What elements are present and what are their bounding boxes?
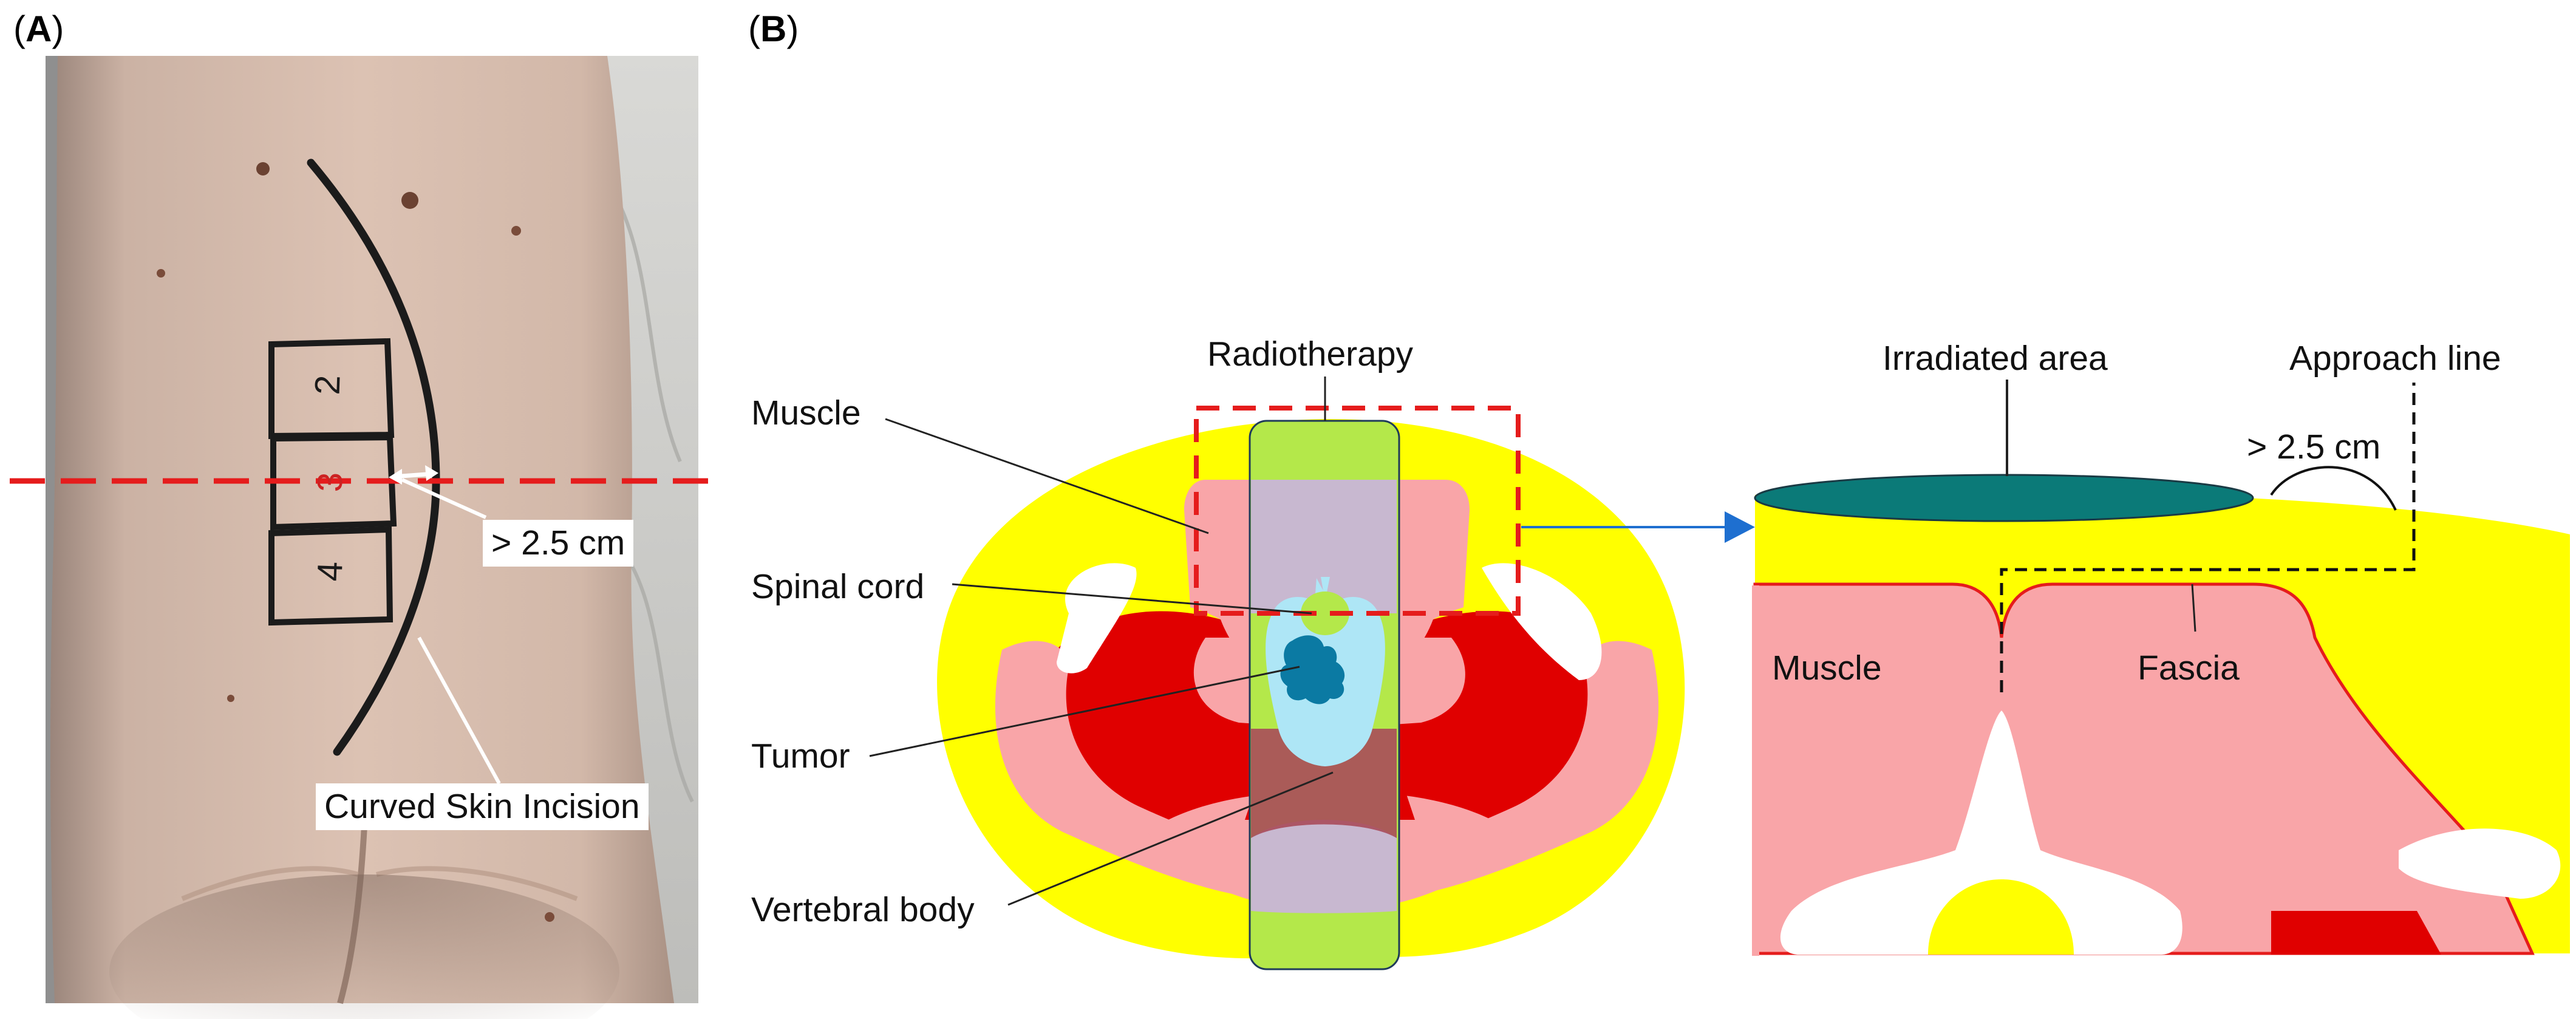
detail-diagram	[1752, 380, 2570, 956]
panel-b-letter: (B)	[748, 9, 799, 49]
vertebral-body-label: Vertebral body	[751, 890, 975, 929]
left-transverse-process	[1057, 563, 1137, 673]
irradiated-area-ellipse	[1754, 474, 2254, 522]
approach-line	[2000, 383, 2416, 692]
irradiated-area-label: Irradiated area	[1883, 339, 2108, 378]
distance-pointer	[401, 478, 487, 519]
radiotherapy-overlay	[1251, 480, 1397, 613]
right-transverse-process	[1482, 563, 1602, 680]
panel-a-letter: (A)	[13, 9, 64, 49]
tumor-leader	[869, 666, 1300, 757]
muscle-label: Muscle	[751, 394, 861, 432]
detail-muscle-label: Muscle	[1772, 649, 1882, 687]
fascia-leader	[2191, 584, 2196, 632]
marking-box-3	[270, 434, 397, 531]
distance-arc	[2270, 466, 2397, 511]
fascia-label: Fascia	[2138, 649, 2240, 687]
mole	[256, 162, 270, 176]
tumor-label: Tumor	[751, 737, 850, 775]
spinal-cord-label: Spinal cord	[751, 567, 925, 606]
detail-transverse-process	[2399, 828, 2561, 899]
vertebral-body-leader	[1007, 771, 1334, 906]
marking-box-4	[268, 526, 394, 626]
muscle-leader	[885, 418, 1209, 534]
curved-skin-incision-label: Curved Skin Incision	[316, 783, 649, 830]
detail-spinous-process	[1780, 711, 2182, 955]
spinal-cord	[1301, 591, 1349, 635]
detail-spinal-cord	[1928, 879, 2074, 955]
approach-line-label: Approach line	[2289, 339, 2501, 378]
detail-dark-muscle	[2271, 911, 2441, 955]
distance-label-b: > 2.5 cm	[2247, 428, 2381, 466]
radiotherapy-label: Radiotherapy	[1207, 335, 1414, 373]
tumor	[1280, 635, 1345, 704]
distance-label-a: > 2.5 cm	[483, 520, 634, 567]
incision-pointer	[417, 636, 501, 785]
spinal-cord-leader	[952, 583, 1312, 615]
radiotherapy-dashed-box	[1194, 406, 1521, 616]
